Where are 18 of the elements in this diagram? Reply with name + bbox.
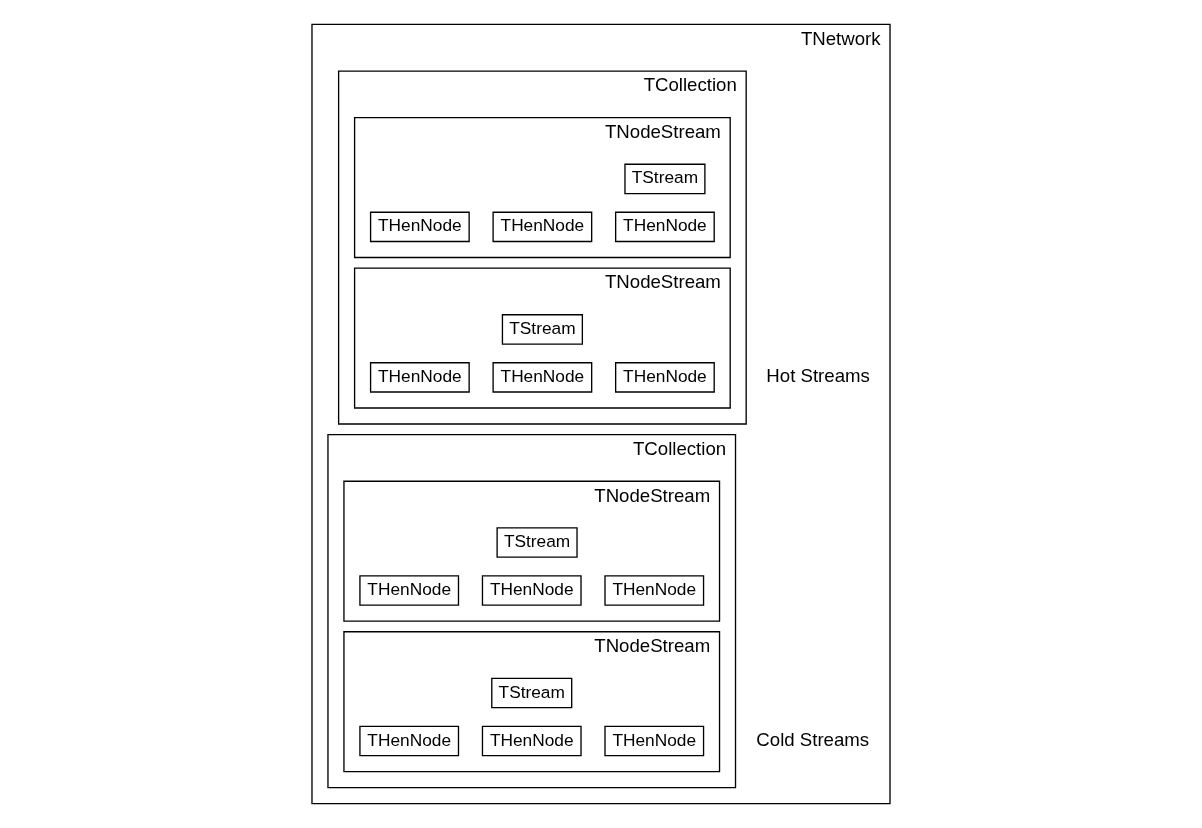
node-box: THenNode (492, 362, 593, 393)
node-box: THenNode (359, 725, 460, 757)
node-box: THenNode (615, 362, 715, 393)
node-box: THenNode (481, 575, 582, 606)
node-box: THenNode (604, 725, 705, 757)
node-box: THenNode (492, 211, 593, 243)
node-box: THenNode (369, 211, 470, 243)
label: Cold Streams (756, 728, 870, 750)
node-box: TStream (624, 163, 706, 195)
node-box: THenNode (359, 575, 460, 606)
label: Hot Streams (766, 365, 870, 387)
node-box: THenNode (369, 362, 470, 393)
node-box: TStream (491, 677, 573, 709)
node-box: TStream (501, 314, 583, 345)
node-box: THenNode (481, 725, 582, 757)
node-box: TStream (496, 527, 578, 558)
node-box: THenNode (615, 211, 715, 243)
node-box: THenNode (604, 575, 705, 606)
